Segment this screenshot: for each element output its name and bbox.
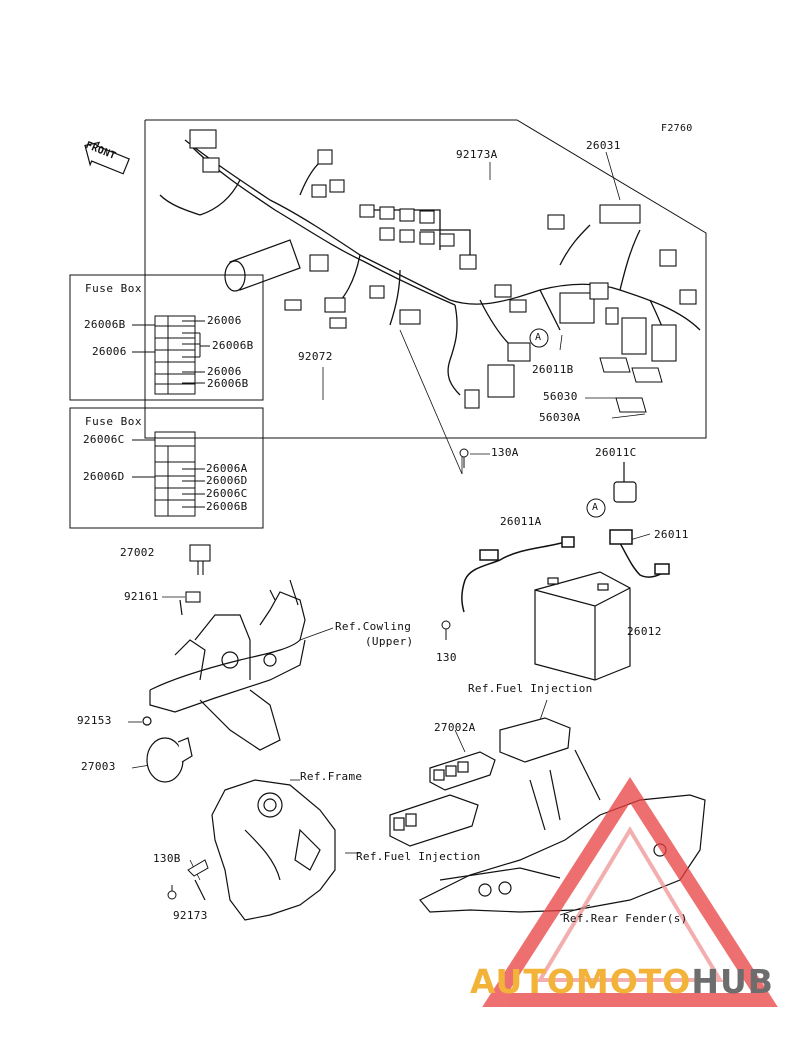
cable-26011 — [609, 529, 670, 578]
bolt-130a — [459, 448, 469, 468]
fuse-box-1-left-label: 26006 — [92, 345, 127, 358]
fuse-box-2-right-label: 26006B — [206, 500, 248, 513]
part-92072: 92072 — [298, 350, 333, 363]
bolt-130 — [441, 620, 451, 640]
fuse-box-2-right-label: 26006A — [206, 462, 248, 475]
fuse-box-2-right-label: 26006C — [206, 487, 248, 500]
bracket-assembly — [149, 579, 306, 751]
bolt-130b — [167, 859, 209, 900]
fuse-box-1-right-label: 26006 — [207, 314, 242, 327]
fuse-box-2-left-label: 26006C — [83, 433, 125, 446]
fuse-box-1-left-label: 26006B — [84, 318, 126, 331]
part-130: 130 — [436, 651, 457, 664]
battery-26012 — [534, 571, 631, 681]
cylinder-part — [224, 239, 301, 292]
watermark-part1: AUTOMOTO — [470, 962, 692, 1001]
fuse-box-1-right-label: 26006B — [207, 377, 249, 390]
fuse-box-1-right-label: 26006B — [212, 339, 254, 352]
fuse-box-1-title: Fuse Box — [85, 282, 142, 295]
part-56030: 56030 — [543, 390, 578, 403]
ref-cowling: Ref.Cowling — [335, 620, 412, 633]
marker-circles — [529, 328, 606, 518]
part-26011c: 26011C — [595, 446, 637, 459]
cable-26011a — [461, 536, 575, 613]
part-92153: 92153 — [77, 714, 112, 727]
part-26011a: 26011A — [500, 515, 542, 528]
harness-connectors — [189, 129, 697, 409]
part-26031: 26031 — [586, 139, 621, 152]
marker-a-upper: A — [535, 332, 542, 343]
fuse-box-2-drawing — [69, 407, 264, 529]
front-arrow-icon — [84, 141, 130, 175]
rear-fender-drawing — [419, 749, 706, 913]
ref-fuel-injection-top: Ref.Fuel Injection — [468, 682, 593, 695]
part-92173a: 92173A — [456, 148, 498, 161]
horn-27003 — [142, 716, 193, 783]
fuse-box-2-left-label: 26006D — [83, 470, 125, 483]
ref-cowling-upper: (Upper) — [365, 635, 414, 648]
watermark-logo: AUTOMOTOHUB — [470, 962, 774, 1001]
part-27003: 27003 — [81, 760, 116, 773]
part-26012: 26012 — [627, 625, 662, 638]
ref-fuel-injection-bottom: Ref.Fuel Injection — [356, 850, 481, 863]
part-27002: 27002 — [120, 546, 155, 559]
fuse-box-1-drawing — [69, 274, 264, 401]
leader-lines — [128, 151, 651, 916]
part-92173: 92173 — [173, 909, 208, 922]
harness-frame — [144, 119, 707, 439]
fuse-box-2-right-label: 26006D — [206, 474, 248, 487]
connector-26011c — [613, 462, 637, 503]
part-27002a: 27002A — [434, 721, 476, 734]
part-26011: 26011 — [654, 528, 689, 541]
figure-code: F2760 — [661, 123, 693, 134]
wiring-harness — [159, 139, 701, 396]
relay-tags — [599, 357, 663, 413]
part-130a: 130A — [491, 446, 519, 459]
ref-rear-fender: Ref.Rear Fender(s) — [563, 912, 688, 925]
marker-a-lower: A — [592, 502, 599, 513]
ref-frame: Ref.Frame — [300, 770, 363, 783]
watermark-part2: HUB — [691, 962, 774, 1001]
part-56030a: 56030A — [539, 411, 581, 424]
relay-27002 — [185, 544, 211, 603]
fuse-box-2-title: Fuse Box — [85, 415, 142, 428]
part-26011b: 26011B — [532, 363, 574, 376]
part-92161: 92161 — [124, 590, 159, 603]
ecu-27002a — [389, 717, 571, 847]
watermark-triangle-icon — [482, 777, 778, 1007]
fuse-box-1-right-label: 26006 — [207, 365, 242, 378]
frame-drawing — [194, 779, 336, 921]
part-130b: 130B — [153, 852, 181, 865]
